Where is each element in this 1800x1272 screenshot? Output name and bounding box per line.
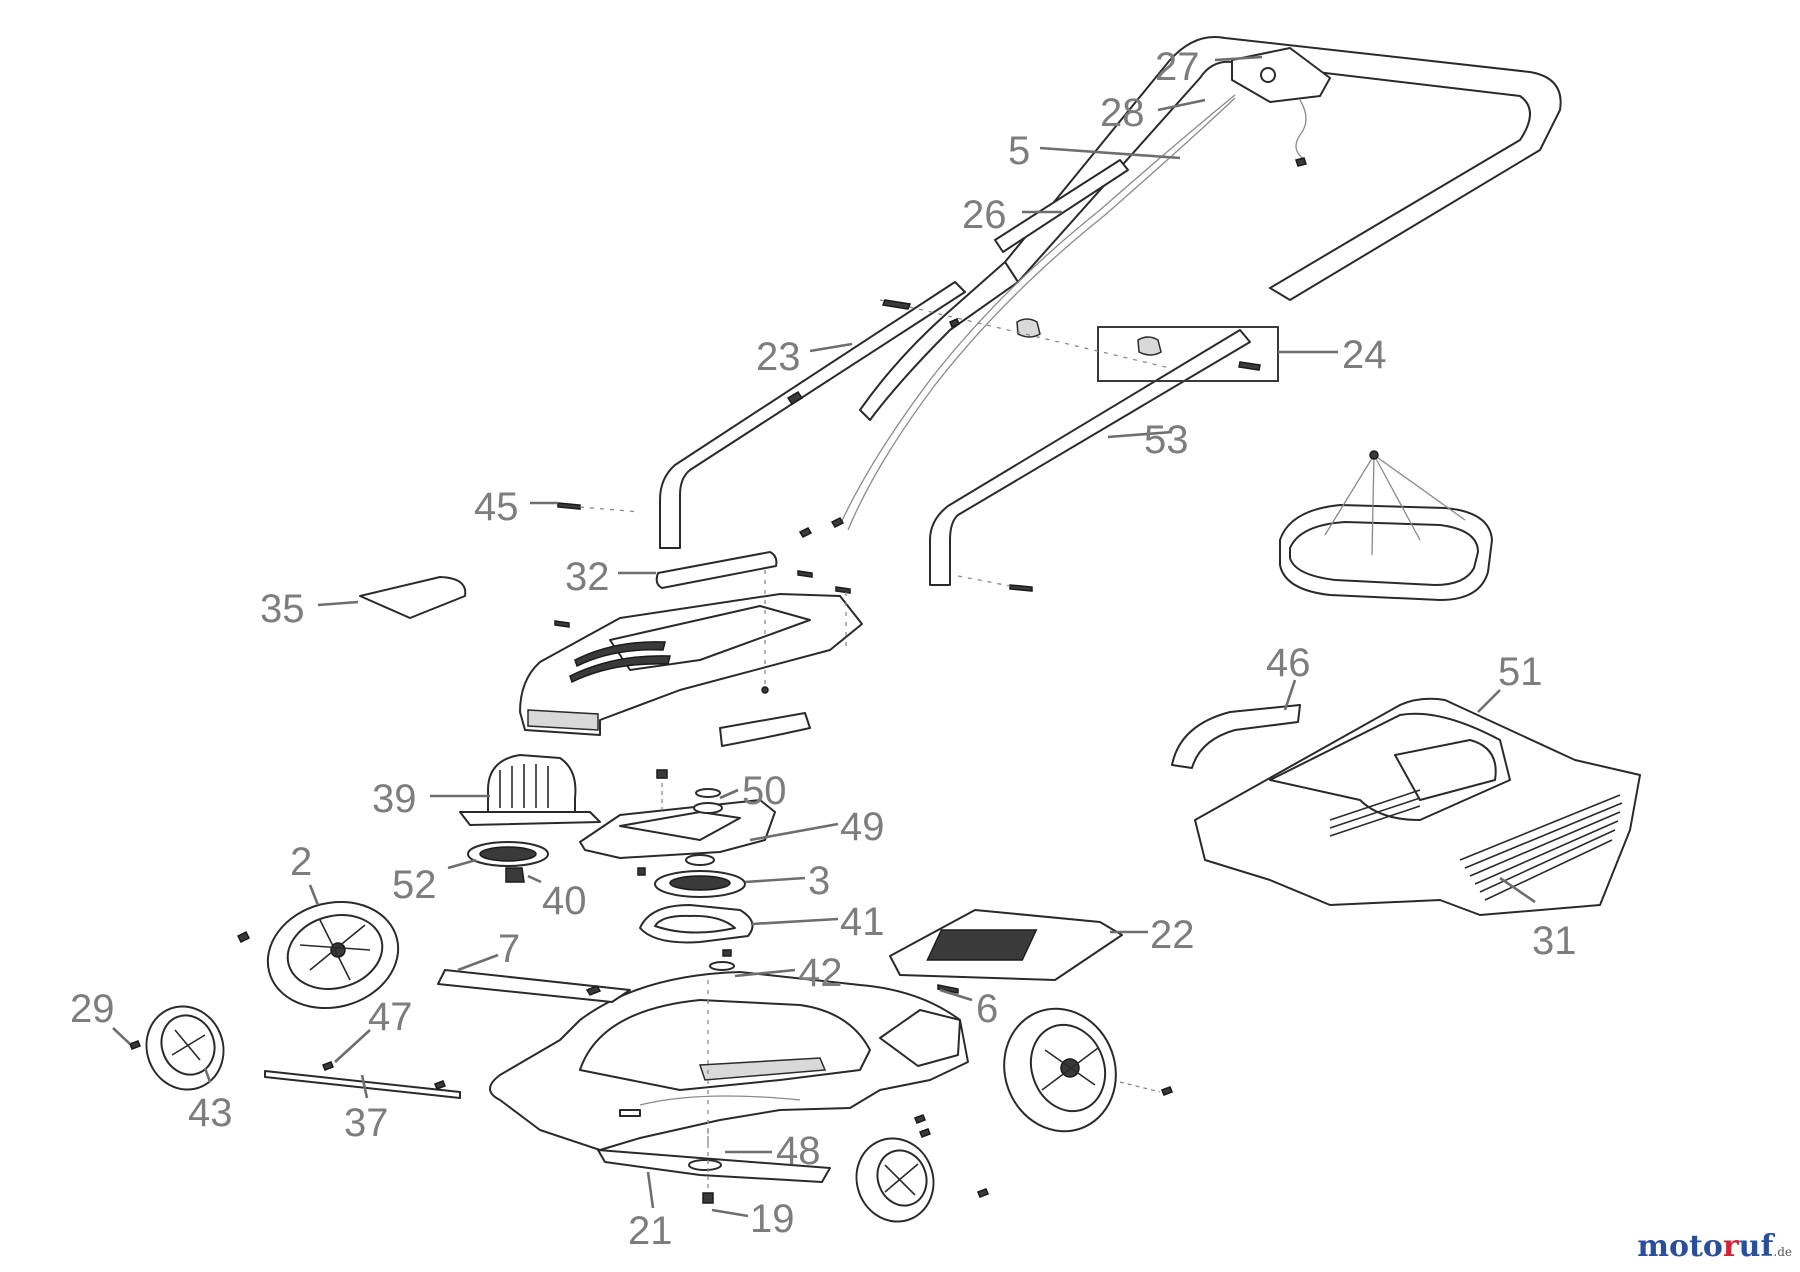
- label-47: 47: [368, 995, 413, 1039]
- label-2: 2: [290, 840, 312, 884]
- motor-cover: [519, 593, 863, 736]
- gearbox-plate: [579, 799, 776, 859]
- label-24: 24: [1342, 333, 1387, 377]
- grass-box-lid: [1279, 450, 1493, 601]
- pulley: [654, 854, 746, 898]
- label-52: 52: [392, 863, 437, 907]
- label-22: 22: [1150, 913, 1195, 957]
- label-43: 43: [188, 1091, 233, 1135]
- handle-knob-assembly: [879, 299, 1279, 382]
- label-27: 27: [1155, 45, 1200, 89]
- label-29: 29: [70, 987, 115, 1031]
- label-48: 48: [776, 1129, 821, 1173]
- cover-strip: [719, 712, 811, 747]
- carry-handle: [655, 551, 778, 589]
- front-wheel-right: [855, 1137, 935, 1223]
- label-40: 40: [542, 879, 587, 923]
- label-51: 51: [1498, 650, 1543, 694]
- label-49: 49: [840, 805, 885, 849]
- part-labels: 27 28 5 26 23 24 53 45 32 35 46 51 39 50…: [70, 45, 1577, 1253]
- label-7: 7: [498, 927, 520, 971]
- safety-key: [359, 576, 467, 619]
- switch-box: [1231, 47, 1331, 167]
- mulch-plate: [437, 969, 631, 1003]
- label-41: 41: [840, 900, 885, 944]
- rear-wheel-left: [266, 900, 400, 1010]
- label-45: 45: [474, 485, 519, 529]
- label-19: 19: [750, 1197, 795, 1241]
- label-42: 42: [798, 951, 843, 995]
- front-wheel-left: [145, 1005, 225, 1091]
- label-35: 35: [260, 587, 305, 631]
- rear-wheel-right: [1003, 1007, 1117, 1133]
- drive-gear: [505, 867, 525, 883]
- label-3: 3: [808, 859, 830, 903]
- rear-flap: [889, 909, 1123, 981]
- motor: [459, 754, 601, 826]
- drive-belt: [639, 904, 754, 944]
- lower-handle-left: [659, 281, 966, 549]
- label-6: 6: [976, 987, 998, 1031]
- power-cable: [839, 94, 1236, 526]
- watermark-logo: motoruf.de: [1637, 1229, 1792, 1264]
- label-39: 39: [372, 777, 417, 821]
- label-32: 32: [565, 555, 610, 599]
- label-50: 50: [742, 769, 787, 813]
- label-21: 21: [628, 1209, 673, 1253]
- upper-handle: [859, 36, 1562, 421]
- label-46: 46: [1266, 641, 1311, 685]
- grass-catcher: [1194, 697, 1641, 916]
- fan: [467, 841, 549, 867]
- label-5: 5: [1008, 129, 1030, 173]
- handle-screw: [557, 502, 581, 510]
- deck-housing: [489, 971, 969, 1151]
- label-28: 28: [1100, 91, 1145, 135]
- label-23: 23: [756, 335, 801, 379]
- leader-lines: [112, 55, 1536, 1218]
- label-26: 26: [962, 193, 1007, 237]
- lower-handle-right: [929, 329, 1251, 586]
- label-31: 31: [1532, 919, 1577, 963]
- label-53: 53: [1144, 418, 1189, 462]
- handle-clip-bar: [994, 159, 1129, 253]
- label-37: 37: [344, 1101, 389, 1145]
- front-axle: [264, 1070, 461, 1099]
- catcher-handle: [1171, 704, 1301, 769]
